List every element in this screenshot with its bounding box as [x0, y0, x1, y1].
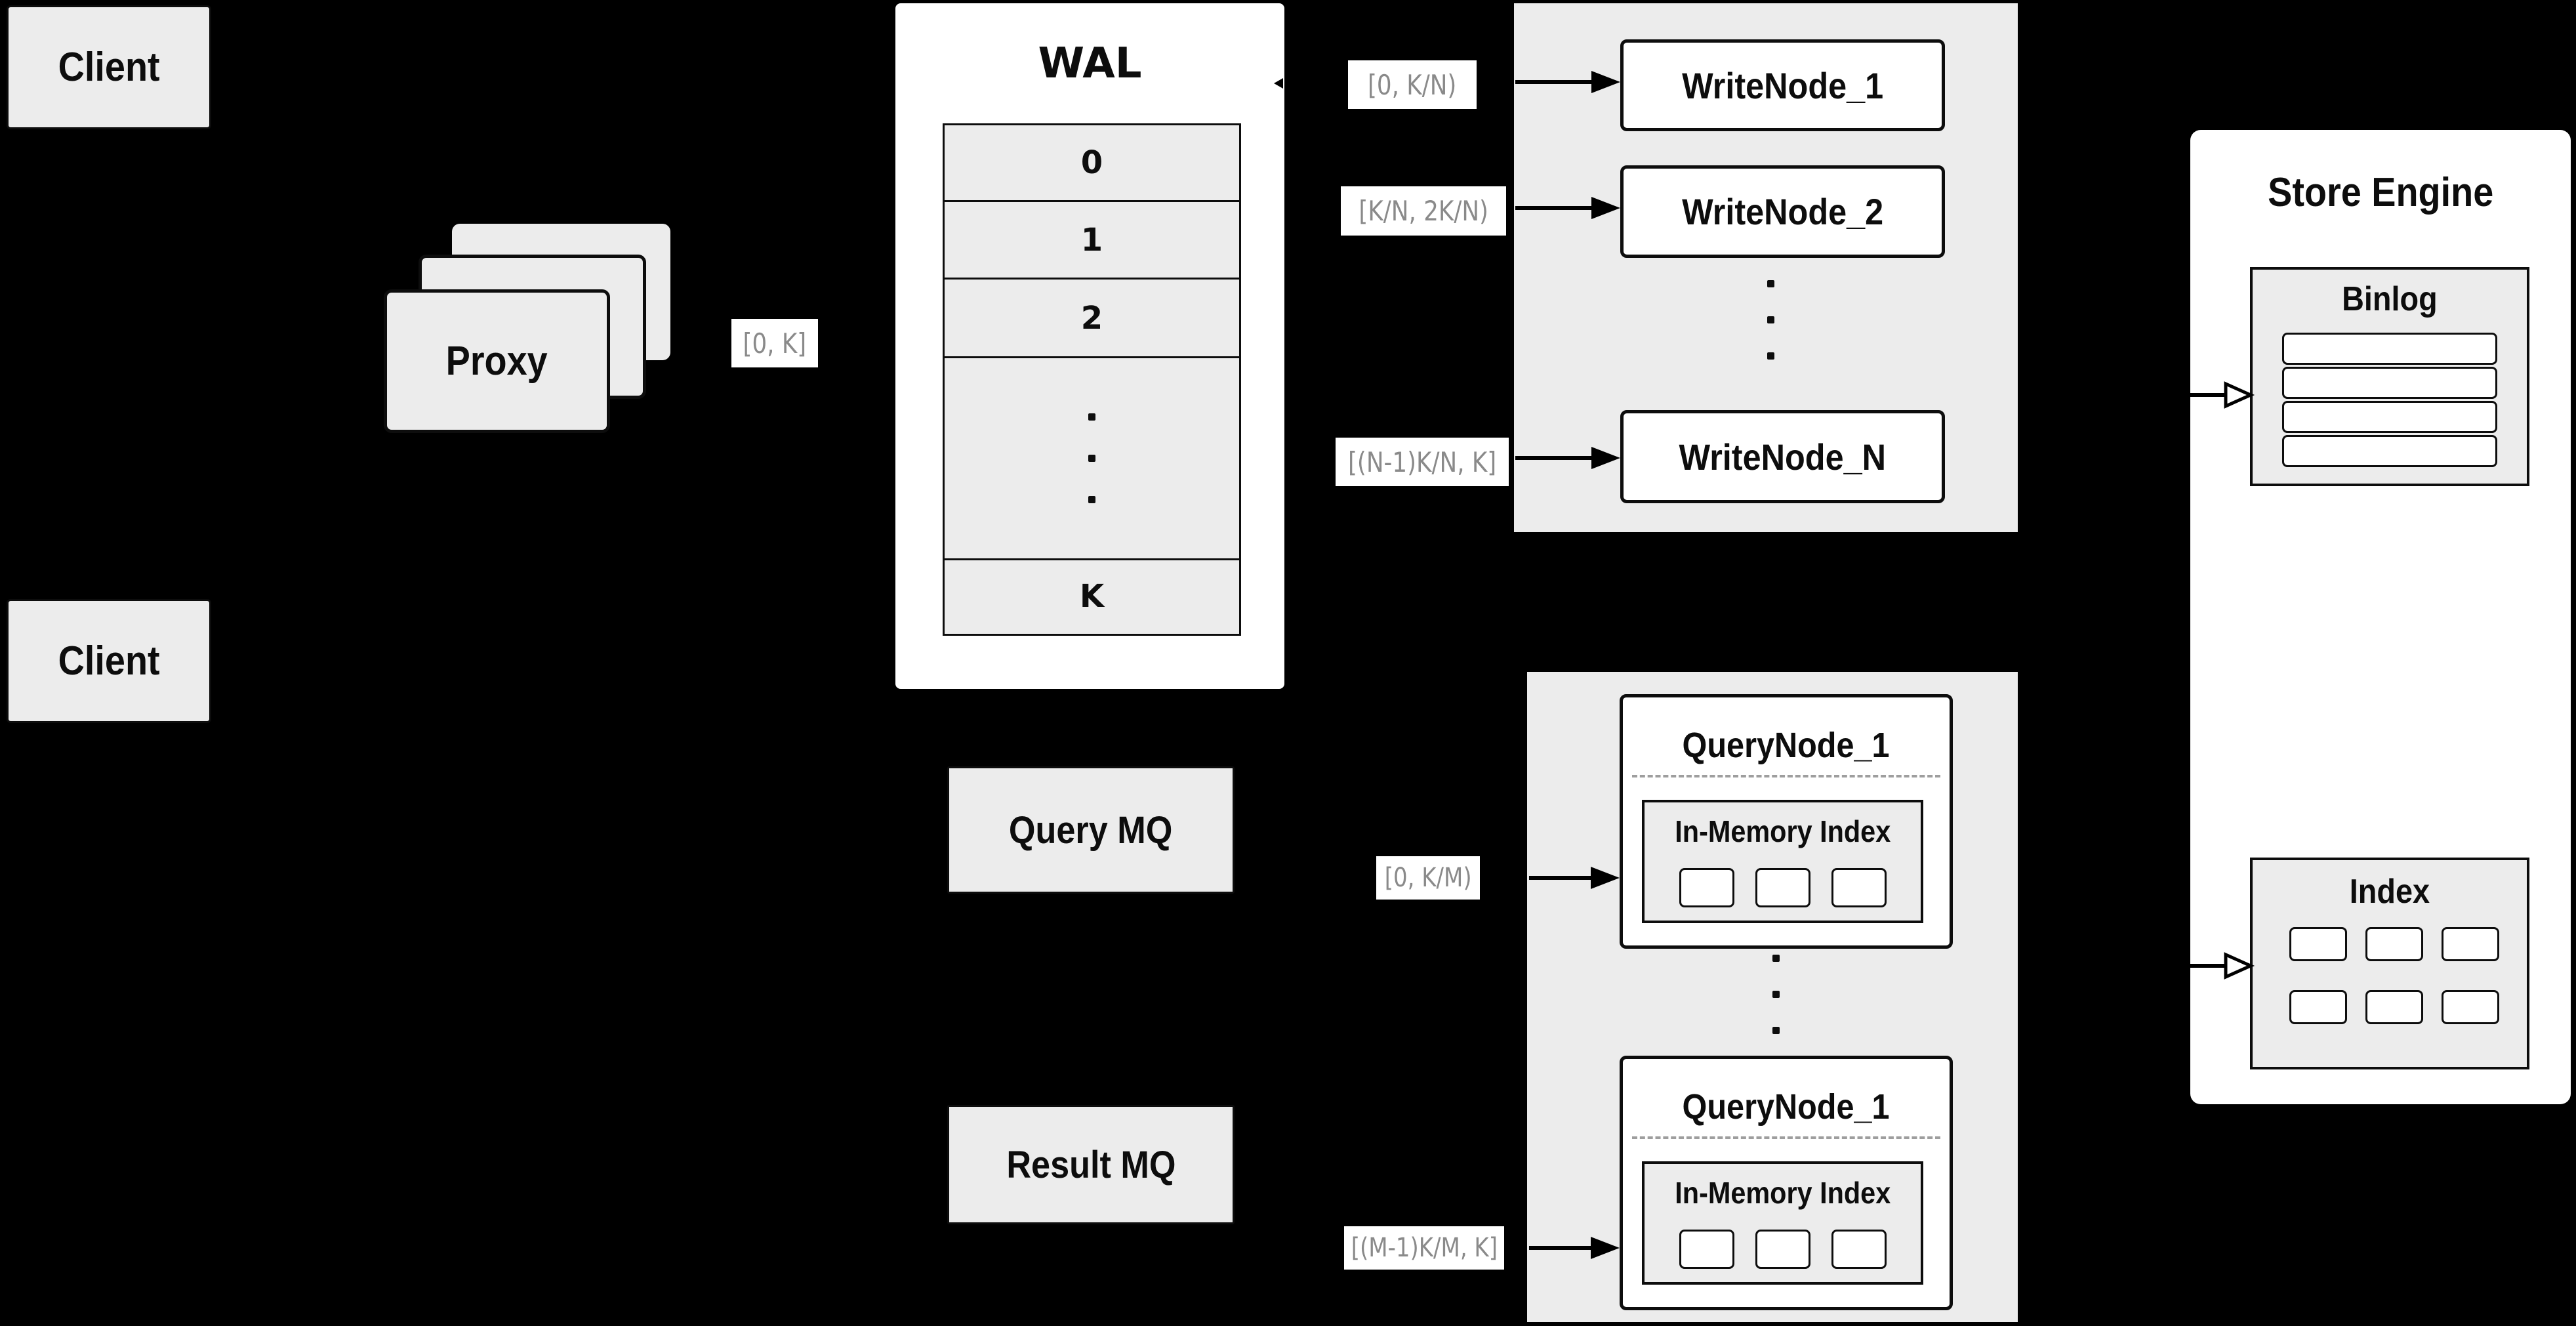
index-cell: [2289, 927, 2347, 961]
range-label-querynode-bottom: [(M-1)K/M, K]: [1344, 1226, 1504, 1270]
result-mq-node: Result MQ: [947, 1105, 1235, 1224]
binlog-row: [2282, 367, 2497, 399]
query-mq-node: Query MQ: [947, 766, 1235, 894]
wal-edge-connector-stub: [1274, 78, 1283, 89]
index-cells: [2289, 927, 2499, 1024]
wal-row-ellipsis: [945, 356, 1239, 558]
store-engine-panel: Store Engine Binlog Index: [2190, 130, 2571, 1104]
arrow-to-writenode-1: [1515, 80, 1591, 84]
memory-segment-cell: [1831, 1230, 1887, 1269]
query-node-top: QueryNode_1 In-Memory Index: [1620, 694, 1953, 949]
arrow-to-querynode-bottom: [1529, 1246, 1591, 1250]
query-node-bottom-title: QueryNode_1: [1682, 1087, 1891, 1127]
memory-segment-cell: [1679, 1230, 1734, 1269]
query-group-ellipsis-icon: [1772, 955, 1780, 1034]
write-node-2: WriteNode_2: [1620, 165, 1945, 258]
memory-segment-cell: [1679, 868, 1734, 907]
client-node-bottom: Client: [7, 599, 211, 723]
vertical-ellipsis-icon: [1088, 413, 1095, 503]
proxy-label: Proxy: [445, 339, 548, 384]
query-node-top-title: QueryNode_1: [1682, 726, 1891, 765]
arrow-to-querynode-top: [1529, 876, 1591, 880]
open-arrow-to-binlog: [2190, 381, 2255, 409]
open-arrow-to-index: [2190, 952, 2255, 980]
in-memory-index-cells-bottom: [1645, 1230, 1921, 1269]
wal-segment-table: 0 1 2 K: [943, 123, 1241, 636]
range-label-proxy-to-wal: [0, K]: [731, 319, 818, 367]
write-group-ellipsis-icon: [1767, 280, 1774, 360]
index-box: Index: [2250, 858, 2529, 1069]
wal-row-k: K: [945, 558, 1239, 632]
wal-title: WAL: [1038, 39, 1142, 88]
binlog-rows: [2282, 333, 2497, 467]
client-top-label: Client: [58, 45, 160, 90]
client-node-top: Client: [7, 5, 211, 129]
memory-segment-cell: [1755, 1230, 1810, 1269]
memory-segment-cell: [1831, 868, 1887, 907]
index-cell: [2442, 927, 2499, 961]
binlog-row: [2282, 333, 2497, 365]
wal-panel: WAL 0 1 2 K: [895, 3, 1284, 689]
binlog-row: [2282, 435, 2497, 467]
range-label-writenode-1: [0, K/N): [1348, 60, 1477, 109]
binlog-row: [2282, 401, 2497, 433]
index-cell: [2442, 990, 2499, 1024]
in-memory-index-title-top: In-Memory Index: [1675, 814, 1891, 848]
dashed-separator: [1632, 775, 1940, 777]
range-label-querynode-top: [0, K/M): [1376, 856, 1480, 900]
write-node-1: WriteNode_1: [1620, 39, 1945, 131]
memory-segment-cell: [1755, 868, 1810, 907]
wal-row-1: 1: [945, 200, 1239, 278]
range-label-writenode-n: [(N-1)K/N, K]: [1336, 438, 1509, 486]
in-memory-index-cells-top: [1645, 868, 1921, 907]
index-cell: [2365, 990, 2423, 1024]
index-cell: [2365, 927, 2423, 961]
binlog-title: Binlog: [2342, 280, 2438, 318]
arrow-to-writenode-n: [1515, 456, 1591, 460]
in-memory-index-box-top: In-Memory Index: [1642, 800, 1923, 923]
index-cell: [2289, 990, 2347, 1024]
in-memory-index-title-bottom: In-Memory Index: [1675, 1176, 1891, 1210]
wal-row-0: 0: [945, 125, 1239, 200]
client-bottom-label: Client: [58, 638, 160, 684]
index-title: Index: [2349, 873, 2430, 911]
in-memory-index-box-bottom: In-Memory Index: [1642, 1161, 1923, 1285]
query-node-bottom: QueryNode_1 In-Memory Index: [1620, 1056, 1953, 1310]
write-node-n: WriteNode_N: [1620, 410, 1945, 503]
proxy-node: Proxy: [384, 289, 610, 433]
range-label-writenode-2: [K/N, 2K/N): [1341, 186, 1506, 236]
binlog-box: Binlog: [2250, 267, 2529, 486]
wal-row-2: 2: [945, 278, 1239, 356]
dashed-separator: [1632, 1136, 1940, 1139]
arrow-to-writenode-2: [1515, 206, 1591, 210]
store-engine-title: Store Engine: [2267, 169, 2494, 215]
